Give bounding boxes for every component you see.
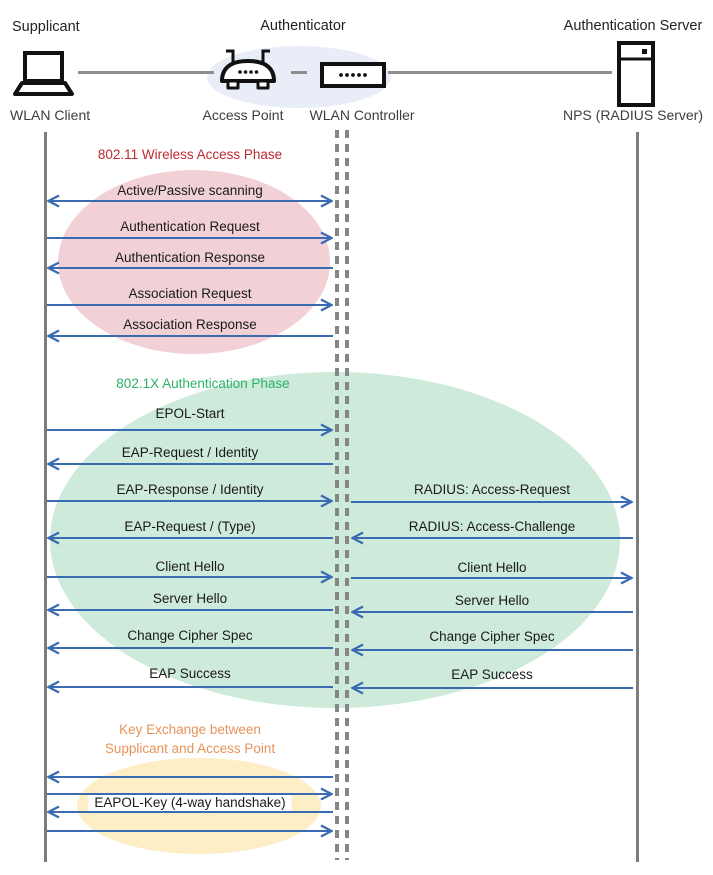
message-arrow: [351, 681, 633, 695]
supplicant-role-label: Supplicant: [12, 19, 80, 35]
auth-server-lifeline: [636, 132, 639, 862]
wlan-controller-label: WLAN Controller: [309, 107, 415, 123]
access-point-icon: [220, 49, 276, 90]
message-arrow: [47, 805, 333, 819]
message-label: RADIUS: Access-Request: [413, 482, 571, 497]
nps-server-label: NPS (RADIUS Server): [562, 107, 704, 123]
message-arrow: [351, 531, 633, 545]
message-label: EAP Success: [149, 666, 231, 681]
message-arrow: [47, 824, 333, 838]
message-label: Association Response: [123, 317, 257, 332]
message-label: EAP-Request / (Type): [124, 519, 256, 534]
message-arrow: [47, 329, 333, 343]
message-arrow: [351, 571, 633, 585]
message-arrow: [47, 680, 333, 694]
message-label: EAPOL-Key (4-way handshake): [88, 795, 292, 811]
message-label: Client Hello: [457, 560, 527, 575]
message-label: EPOL-Start: [155, 406, 225, 421]
message-arrow: [47, 457, 333, 471]
phase1-title: 802.11 Wireless Access Phase: [97, 147, 283, 162]
laptop-icon: [13, 51, 74, 96]
phase3-title-line1: Key Exchange between: [119, 722, 261, 737]
message-arrow: [351, 605, 633, 619]
wlan-controller-icon: [320, 62, 386, 88]
authenticator-role-label: Authenticator: [260, 18, 346, 34]
message-label: Client Hello: [155, 559, 225, 574]
message-arrow: [47, 531, 333, 545]
connector-ap-controller: [291, 71, 307, 74]
auth-server-role-label: Authentication Server: [563, 18, 703, 34]
message-arrow: [47, 770, 333, 784]
supplicant-lifeline: [44, 132, 47, 862]
message-arrow: [47, 423, 333, 437]
phase3-title-line2: Supplicant and Access Point: [104, 741, 276, 756]
message-label: EAP-Response / Identity: [116, 482, 264, 497]
controller-lifeline-dashed: [345, 130, 349, 860]
message-label: RADIUS: Access-Challenge: [408, 519, 576, 534]
message-label: EAP Success: [451, 667, 533, 682]
wlan-client-label: WLAN Client: [10, 107, 91, 123]
ap-lifeline-dashed: [335, 130, 339, 860]
message-arrow: [47, 298, 333, 312]
message-arrow: [47, 641, 333, 655]
message-arrow: [351, 643, 633, 657]
message-label: Association Request: [128, 286, 252, 301]
access-point-label: Access Point: [202, 107, 284, 123]
message-arrow: [47, 787, 333, 801]
message-arrow: [47, 570, 333, 584]
message-label: Change Cipher Spec: [429, 629, 555, 644]
message-label: Server Hello: [454, 593, 530, 608]
message-arrow: [47, 231, 333, 245]
message-label: Server Hello: [152, 591, 228, 606]
connector-client-ap: [78, 71, 214, 74]
phase2-title: 802.1X Authentication Phase: [116, 376, 290, 391]
message-arrow: [47, 494, 333, 508]
connector-controller-server: [388, 71, 612, 74]
message-label: Change Cipher Spec: [127, 628, 253, 643]
message-label: Active/Passive scanning: [117, 183, 263, 198]
message-arrow: [47, 603, 333, 617]
message-label: Authentication Request: [120, 219, 260, 234]
message-arrow: [47, 194, 333, 208]
message-label: EAP-Request / Identity: [121, 445, 259, 460]
message-arrow: [351, 495, 633, 509]
server-icon: [617, 41, 655, 107]
message-label: Authentication Response: [114, 250, 266, 265]
message-arrow: [47, 261, 333, 275]
